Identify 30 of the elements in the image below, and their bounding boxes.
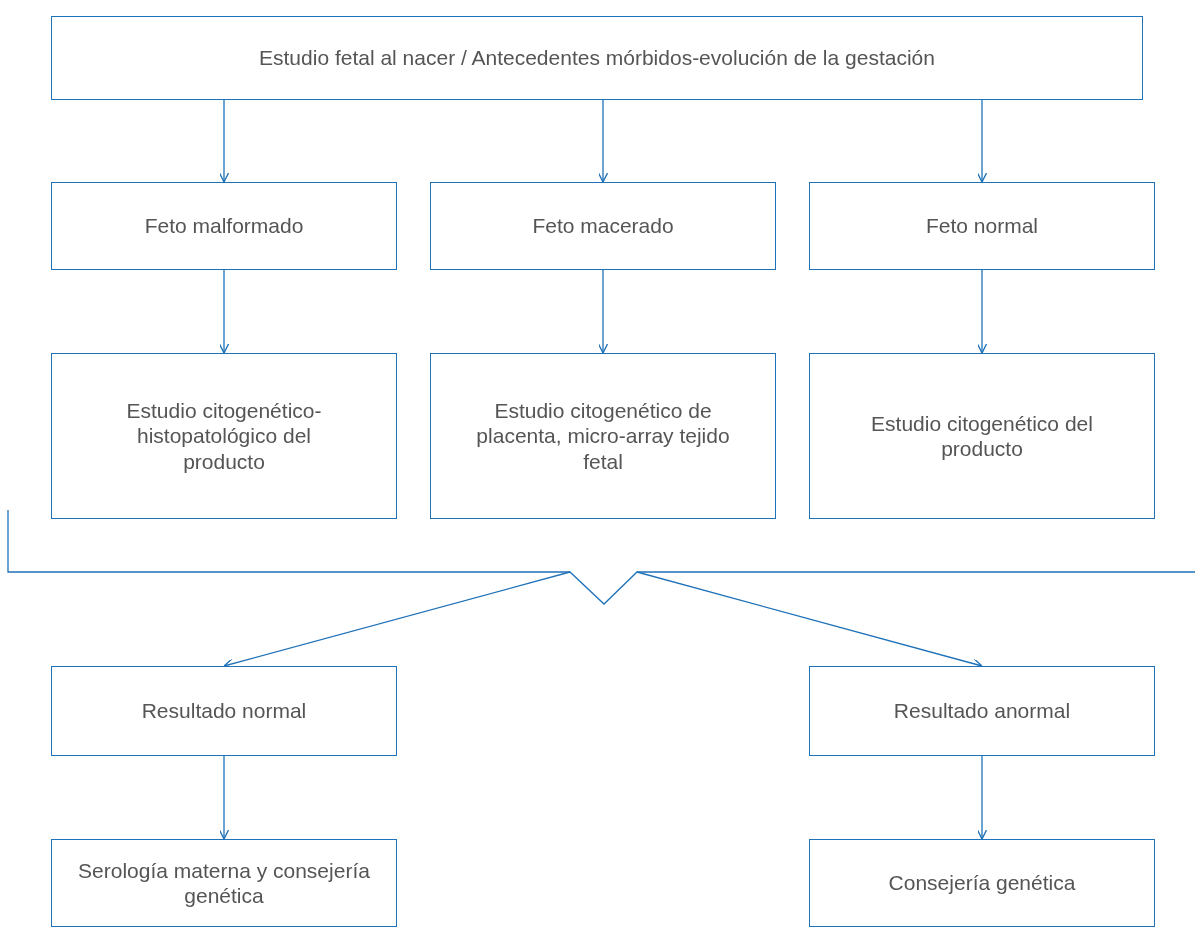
process-box xyxy=(809,182,1155,270)
arrow xyxy=(597,269,609,354)
box-text: Consejería genética xyxy=(888,870,1076,896)
box-text: Estudio fetal al nacer / Antecedentes mórbidos-evolución de la gestación xyxy=(259,45,935,71)
box-text: Estudio citogenético del producto xyxy=(870,410,1094,462)
box-text: Estudio citogenético de placenta, micro-array tejido fetal xyxy=(475,398,731,474)
process-box xyxy=(430,182,776,270)
process-box xyxy=(430,353,776,519)
box-text: Serología materna y consejería genética xyxy=(77,857,371,909)
box-text: Feto malformado xyxy=(144,213,304,239)
box-text: Resultado anormal xyxy=(893,698,1071,724)
arrow xyxy=(218,99,230,183)
arrow xyxy=(218,269,230,354)
arrow xyxy=(597,99,609,183)
process-box xyxy=(809,666,1155,756)
process-box xyxy=(51,182,397,270)
process-box xyxy=(51,666,397,756)
box-text: Feto normal xyxy=(925,213,1038,239)
box-text: Resultado normal xyxy=(141,698,307,724)
process-box xyxy=(809,839,1155,927)
box-text: Estudio citogenético-histopatológico del producto xyxy=(125,398,323,474)
process-box xyxy=(51,839,397,927)
process-box xyxy=(51,16,1143,100)
box-text: Feto macerado xyxy=(532,213,674,239)
process-box xyxy=(809,353,1155,519)
arrow xyxy=(976,269,988,354)
arrow xyxy=(976,99,988,183)
arrow xyxy=(976,755,988,840)
process-box xyxy=(51,353,397,519)
arrow xyxy=(218,755,230,840)
